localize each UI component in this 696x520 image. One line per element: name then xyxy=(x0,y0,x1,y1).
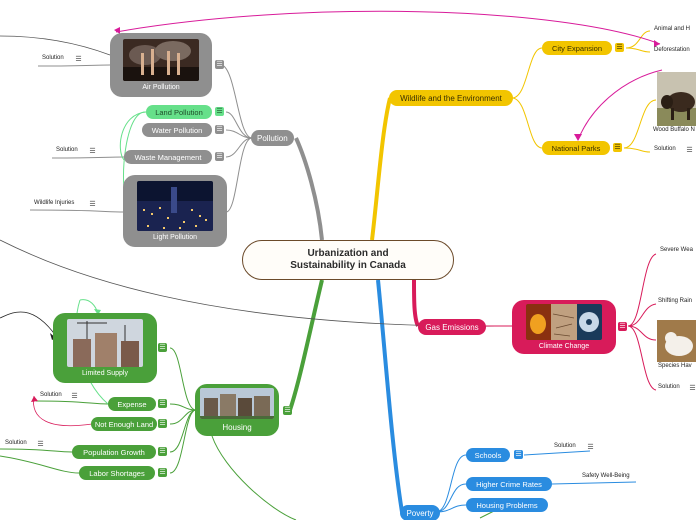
gas-solution-label[interactable]: Solution xyxy=(658,384,680,390)
housing-image xyxy=(200,388,274,419)
wildlife-injuries-label[interactable]: Wildlife Injuries xyxy=(34,200,75,206)
air-pollution-label: Air Pollution xyxy=(142,84,180,91)
waste-solution-menu-icon[interactable]: ☰ xyxy=(89,148,96,155)
topic-wildlife-environment[interactable]: Wildlife and the Environment xyxy=(389,90,513,106)
land-pollution-menu-icon[interactable]: ☰ xyxy=(215,107,224,116)
air-solution-menu-icon[interactable]: ☰ xyxy=(75,56,82,63)
topic-population-growth[interactable]: Population Growth xyxy=(72,445,156,459)
expense-solution-menu-icon[interactable]: ☰ xyxy=(71,393,78,400)
air-pollution-menu-icon[interactable]: ☰ xyxy=(215,60,224,69)
light-pollution-label: Light Pollution xyxy=(153,234,197,241)
expense-solution-label[interactable]: Solution xyxy=(40,392,62,398)
light-pollution-image xyxy=(137,181,213,231)
wood-buffalo-image xyxy=(657,72,696,126)
labor-shortages-menu-icon[interactable]: ☰ xyxy=(158,468,167,477)
topic-housing[interactable]: Housing xyxy=(195,384,279,436)
species-label[interactable]: Species Hav xyxy=(658,363,692,369)
topic-labor-shortages[interactable]: Labor Shortages xyxy=(79,466,155,480)
water-pollution-menu-icon[interactable]: ☰ xyxy=(215,125,224,134)
housing-menu-icon[interactable]: ☰ xyxy=(283,406,292,415)
not-enough-land-menu-icon[interactable]: ☰ xyxy=(158,419,167,428)
gas-solution-menu-icon[interactable]: ☰ xyxy=(689,385,696,392)
topic-limited-supply[interactable]: Limited Supply xyxy=(53,313,157,383)
limited-supply-menu-icon[interactable]: ☰ xyxy=(158,343,167,352)
limited-supply-image xyxy=(67,319,143,367)
topic-land-pollution[interactable]: Land Pollution xyxy=(146,105,212,119)
species-image xyxy=(657,320,696,362)
topic-pollution[interactable]: Pollution xyxy=(251,130,294,146)
air-pollution-image xyxy=(123,39,199,81)
parks-solution-menu-icon[interactable]: ☰ xyxy=(686,147,693,154)
climate-change-menu-icon[interactable]: ☰ xyxy=(618,322,627,331)
topic-waste-management[interactable]: Waste Management xyxy=(124,150,212,164)
climate-change-image xyxy=(526,304,602,340)
wildlife-injuries-menu-icon[interactable]: ☰ xyxy=(89,201,96,208)
schools-solution-label[interactable]: Solution xyxy=(554,443,576,449)
animal-habitat-label[interactable]: Animal and H xyxy=(654,26,691,32)
climate-change-label: Climate Change xyxy=(538,343,590,350)
population-growth-menu-icon[interactable]: ☰ xyxy=(158,447,167,456)
topic-schools[interactable]: Schools xyxy=(466,448,510,462)
root-title-line2: Sustainability in Canada xyxy=(290,260,406,271)
topic-poverty[interactable]: Poverty xyxy=(400,505,440,520)
schools-menu-icon[interactable]: ☰ xyxy=(514,450,523,459)
shifting-rain-label[interactable]: Shifting Rain xyxy=(658,298,693,304)
parks-solution-label[interactable]: Solution xyxy=(654,146,676,152)
population-solution-menu-icon[interactable]: ☰ xyxy=(37,441,44,448)
root-title-line1: Urbanization and xyxy=(307,248,389,259)
city-expansion-menu-icon[interactable]: ☰ xyxy=(615,43,624,52)
topic-climate-change[interactable]: Climate Change xyxy=(512,300,616,354)
topic-not-enough-land[interactable]: Not Enough Land xyxy=(91,417,157,431)
topic-housing-problems[interactable]: Housing Problems xyxy=(466,498,548,512)
national-parks-menu-icon[interactable]: ☰ xyxy=(613,143,622,152)
topic-higher-crime-rates[interactable]: Higher Crime Rates xyxy=(466,477,552,491)
severe-weather-label[interactable]: Severe Wea xyxy=(660,247,693,253)
safety-wellbeing-label[interactable]: Safety Well-Being xyxy=(582,473,630,479)
deforestation-label[interactable]: Deforestation xyxy=(654,47,690,53)
population-solution-label[interactable]: Solution xyxy=(5,440,27,446)
air-solution-label[interactable]: Solution xyxy=(42,55,64,61)
topic-national-parks[interactable]: National Parks xyxy=(542,141,610,155)
topic-air-pollution[interactable]: Air Pollution xyxy=(110,33,212,97)
waste-solution-label[interactable]: Solution xyxy=(56,147,78,153)
waste-management-menu-icon[interactable]: ☰ xyxy=(215,152,224,161)
topic-water-pollution[interactable]: Water Pollution xyxy=(142,123,212,137)
topic-expense[interactable]: Expense xyxy=(108,397,156,411)
topic-city-expansion[interactable]: City Expansion xyxy=(542,41,612,55)
topic-gas-emissions[interactable]: Gas Emissions xyxy=(418,319,486,335)
wood-buffalo-label[interactable]: Wood Buffalo N xyxy=(653,127,695,133)
limited-supply-label: Limited Supply xyxy=(82,370,128,377)
schools-solution-menu-icon[interactable]: ☰ xyxy=(587,444,594,451)
housing-label: Housing xyxy=(222,423,252,432)
root-topic[interactable]: Urbanization and Sustainability in Canad… xyxy=(242,240,454,280)
topic-light-pollution[interactable]: Light Pollution xyxy=(123,175,227,247)
expense-menu-icon[interactable]: ☰ xyxy=(158,399,167,408)
